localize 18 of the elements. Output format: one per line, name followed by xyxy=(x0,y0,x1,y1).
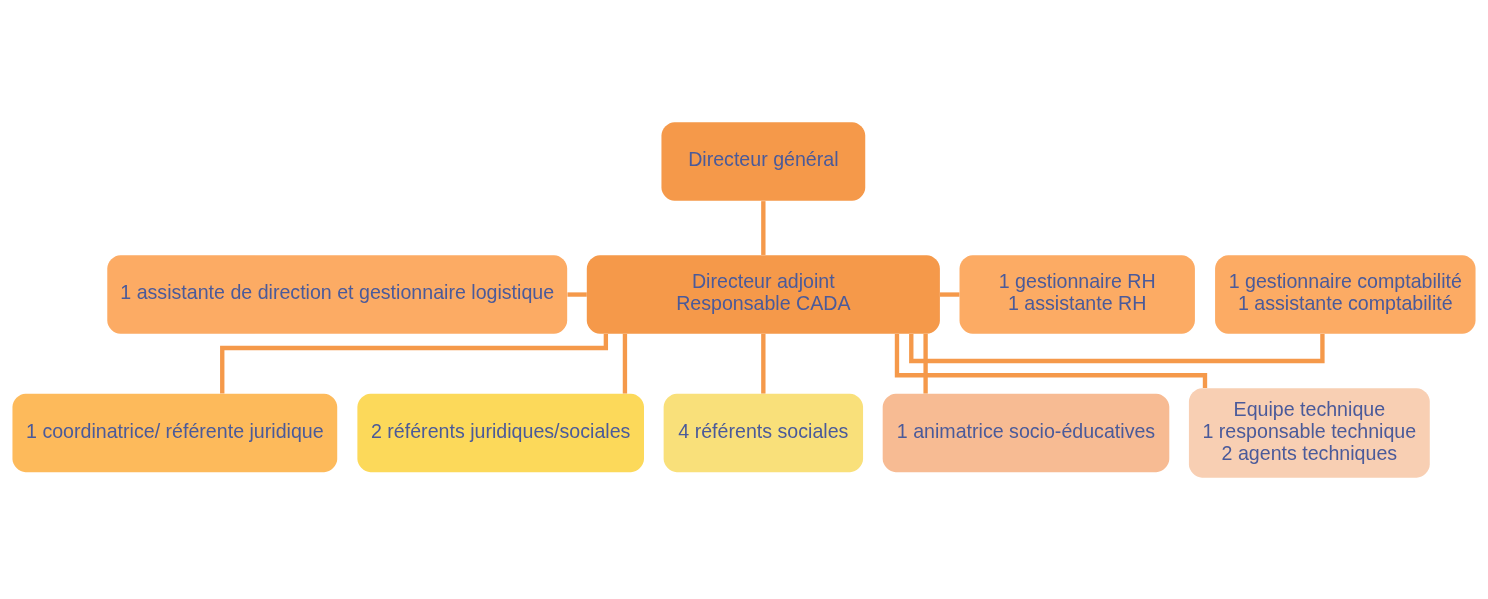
node-box: Directeur général xyxy=(661,121,866,201)
connector xyxy=(940,291,960,297)
node-box: 4 référents sociales xyxy=(663,393,864,472)
node-box: Directeur adjoint Responsable CADA xyxy=(586,254,940,334)
connector xyxy=(567,291,587,297)
connector xyxy=(622,333,628,394)
node-box: 1 gestionnaire RH 1 assistante RH xyxy=(959,254,1195,334)
node-box: 2 référents juridiques/sociales xyxy=(357,393,644,472)
node-box: Equipe technique 1 responsable technique 2 agents techniques xyxy=(1188,387,1430,478)
node-box: 1 assistante de direction et gestionnaire logistique xyxy=(107,254,568,334)
node-box: 1 animatrice socio-éducatives xyxy=(882,393,1170,472)
connector xyxy=(220,333,609,393)
node-box: 1 gestionnaire comptabilité 1 assistante comptabilité xyxy=(1215,254,1476,334)
node-box: 1 coordinatrice/ référente juridique xyxy=(12,393,338,472)
connector xyxy=(923,333,928,394)
connector xyxy=(761,333,766,394)
connector xyxy=(894,333,1208,388)
connector xyxy=(761,200,766,255)
